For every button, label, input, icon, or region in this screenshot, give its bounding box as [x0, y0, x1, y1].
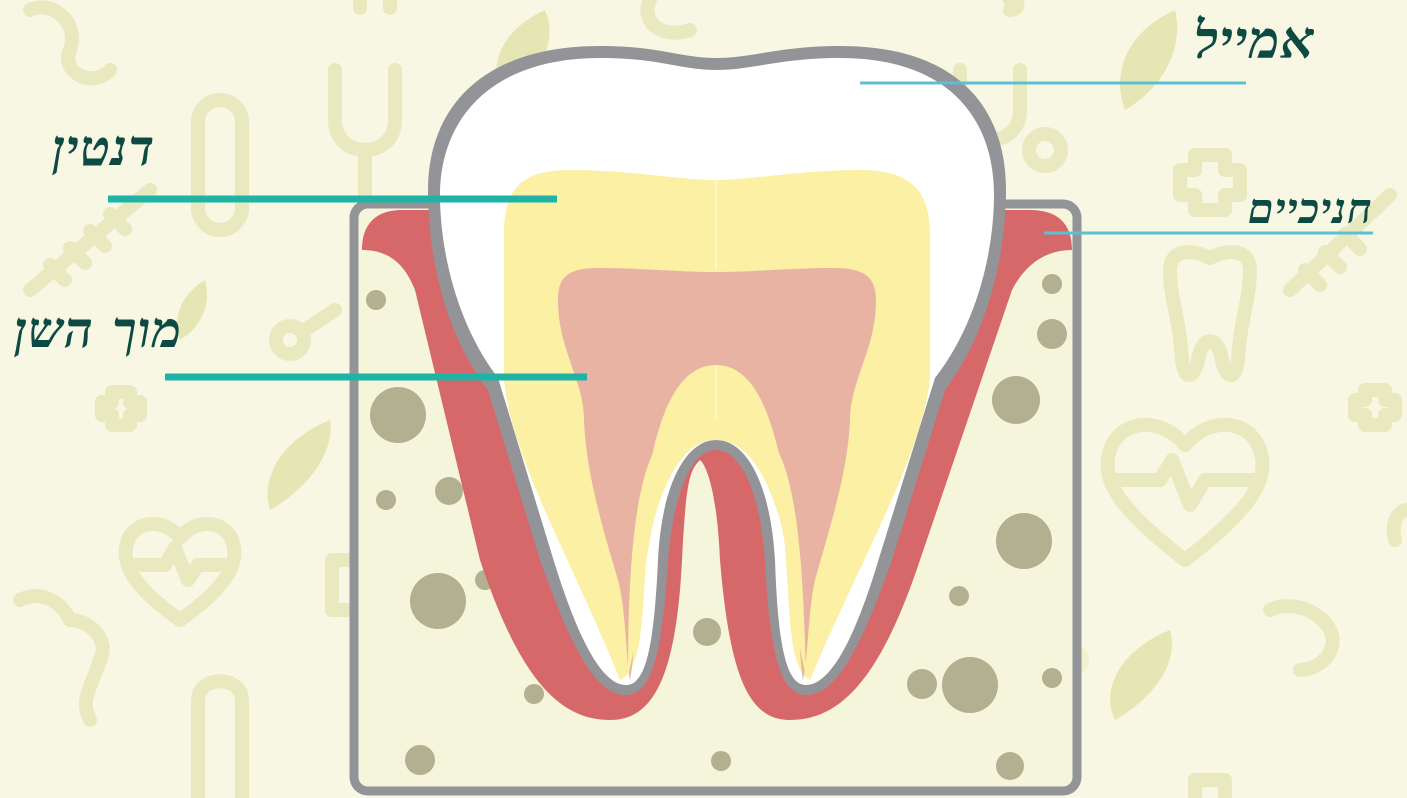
pulp-label: מוך השן — [14, 300, 182, 359]
gums-label: חניכיים — [1248, 184, 1373, 234]
enamel-label: אמייל — [1194, 10, 1315, 71]
dentin-label: דנטין — [52, 118, 155, 177]
